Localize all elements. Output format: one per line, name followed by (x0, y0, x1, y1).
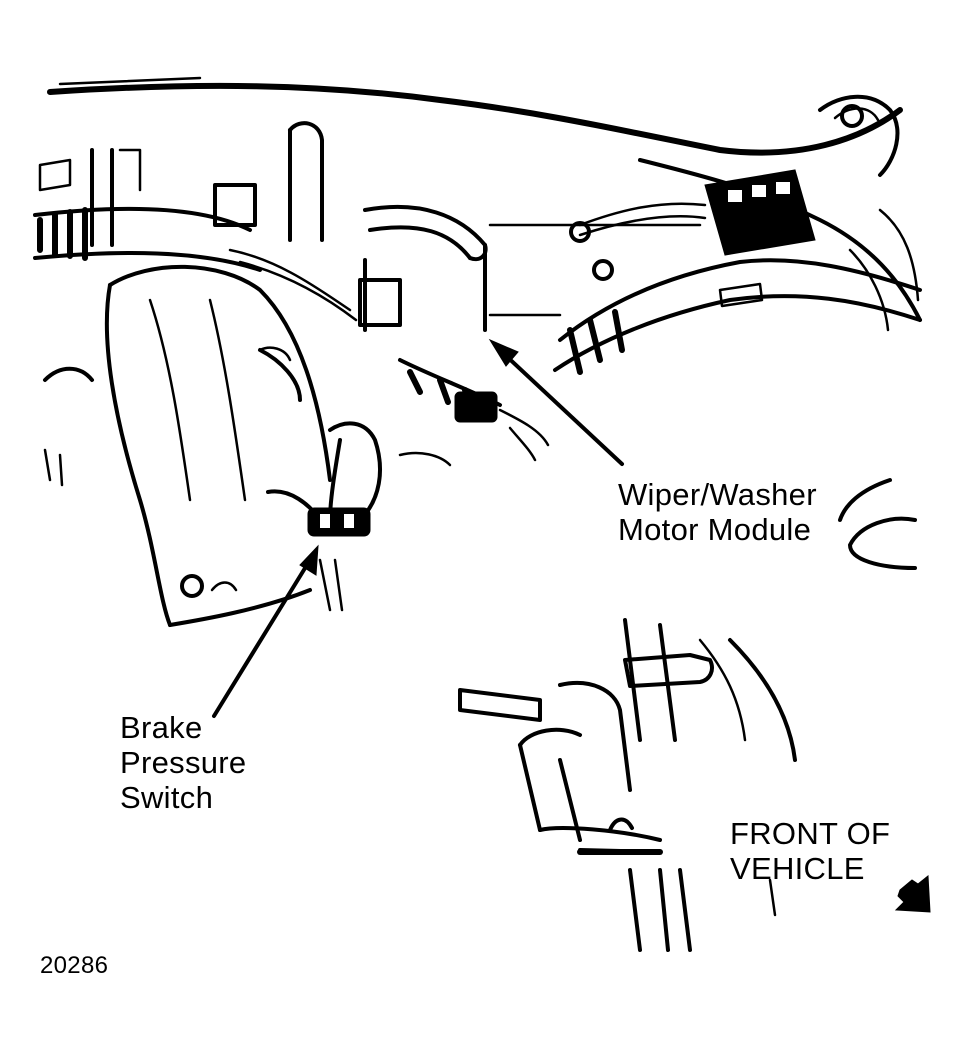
wiring-harness-left (33, 148, 262, 272)
brake-pressure-switch-body (307, 507, 371, 537)
right-clamp-outline (838, 478, 917, 570)
label-line: Pressure (120, 745, 247, 780)
brake-pressure-switch-label: Brake Pressure Switch (120, 710, 246, 815)
frame-lines (258, 223, 702, 467)
front-direction-arrow-icon (894, 875, 931, 913)
brake-switch-leader-arrow (212, 544, 319, 718)
front-of-vehicle-label: FRONT OF VEHICLE (730, 816, 890, 886)
label-line: FRONT OF (730, 816, 891, 851)
brake-master-cylinder (43, 264, 332, 627)
relay-block (569, 169, 816, 281)
figure-number: 20286 (40, 952, 109, 979)
wiper-module-leader-arrow (488, 338, 624, 466)
wiper-washer-motor-module-label: Wiper/Washer Motor Module (618, 477, 817, 547)
label-line: Brake (120, 710, 203, 745)
label-line: Wiper/Washer (618, 477, 817, 512)
label-line: Motor Module (618, 512, 812, 547)
lower-suspension-assembly (458, 618, 797, 952)
right-wiring-harness (553, 258, 922, 375)
label-line: VEHICLE (730, 851, 865, 886)
upper-connectors (213, 121, 488, 332)
label-line: Switch (120, 780, 214, 815)
hood-edge-line (47, 76, 903, 156)
wiper-washer-motor-module (398, 358, 550, 462)
